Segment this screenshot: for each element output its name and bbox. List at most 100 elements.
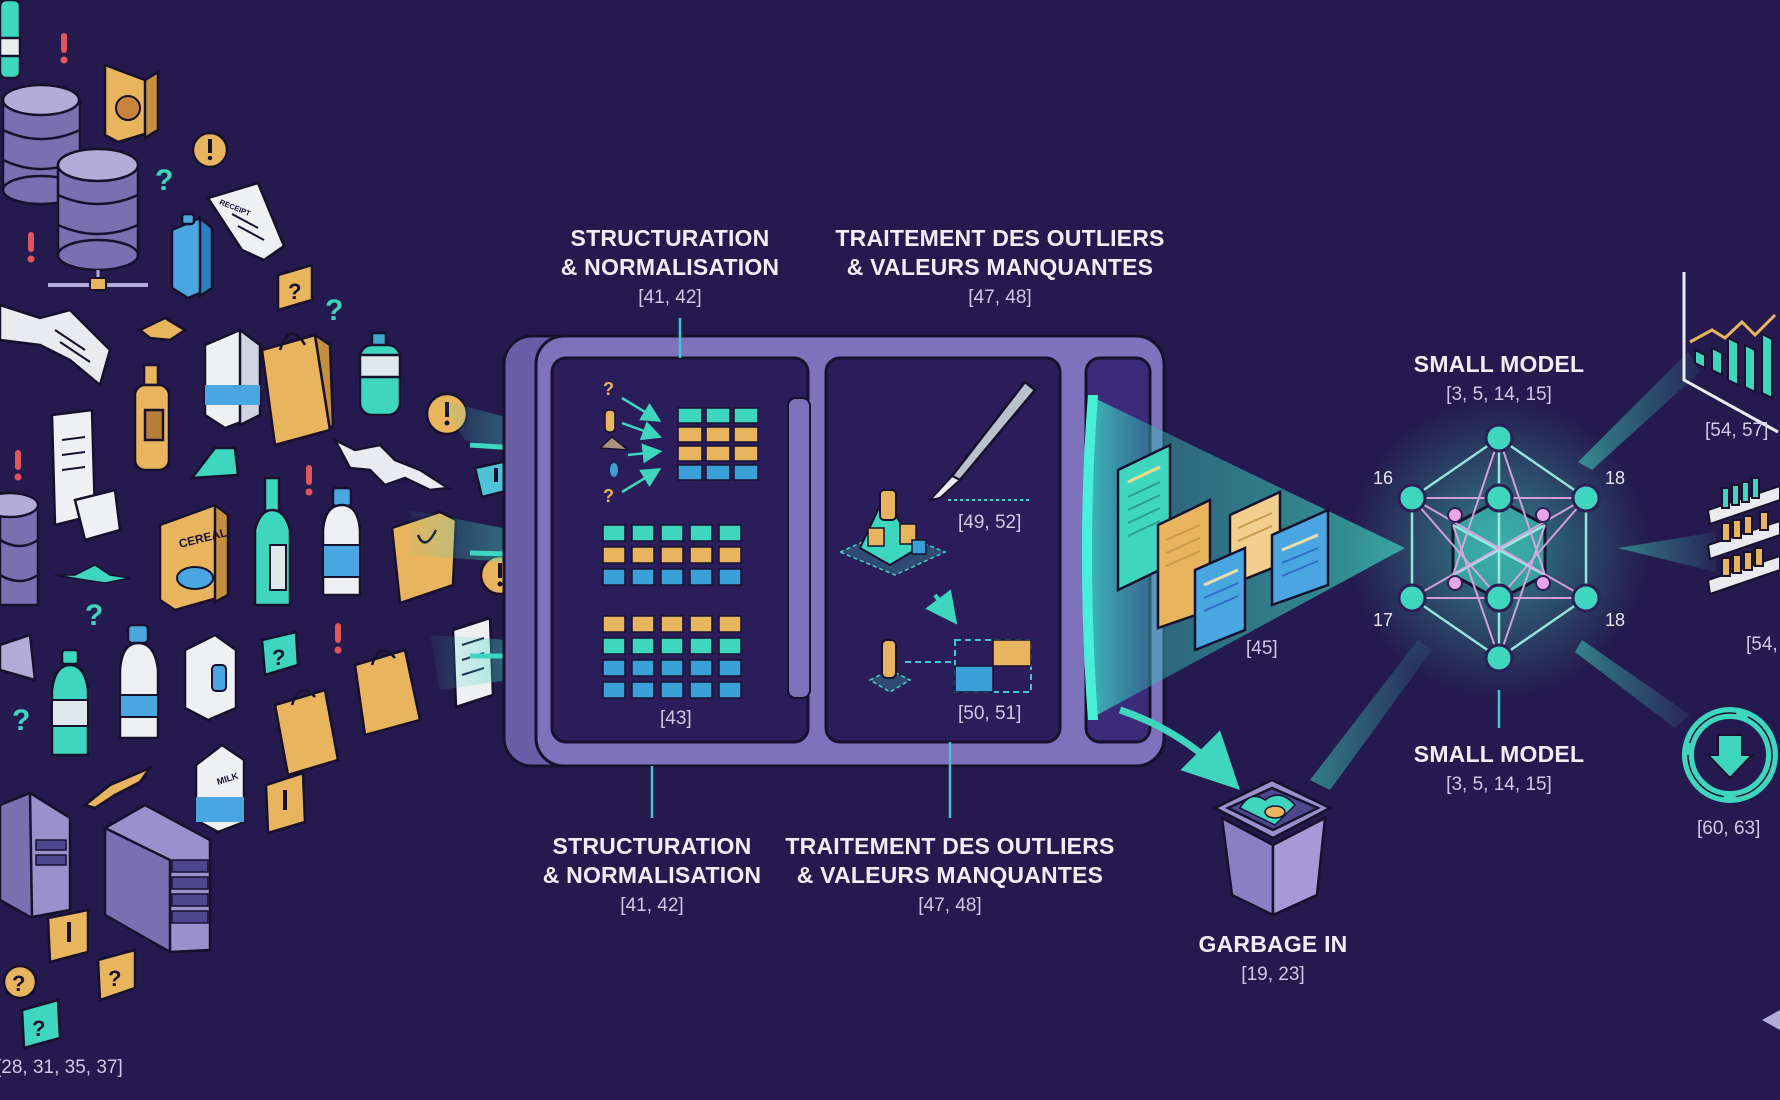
shopping-bag-icon bbox=[260, 332, 335, 447]
label-ref: [41, 42] bbox=[638, 287, 702, 308]
grid-cell bbox=[689, 681, 713, 699]
question-icon: ? ? ? ? bbox=[12, 164, 343, 737]
network-node bbox=[1571, 483, 1601, 513]
grid-cell bbox=[660, 568, 684, 586]
shopping-bag-icon bbox=[353, 648, 422, 737]
grid-cell bbox=[602, 524, 626, 542]
grid-cell bbox=[718, 637, 742, 655]
question-tag-icon: ? bbox=[260, 630, 300, 677]
imputation-icon bbox=[868, 639, 1032, 693]
milk-carton-icon bbox=[183, 633, 238, 722]
grid-cell bbox=[705, 445, 731, 462]
grid-cell bbox=[718, 615, 742, 633]
label-title: & NORMALISATION bbox=[560, 254, 780, 280]
grid-cell bbox=[718, 524, 742, 542]
milk-carton-icon bbox=[203, 327, 262, 430]
grid-cell bbox=[677, 445, 703, 462]
grid-cell bbox=[677, 426, 703, 443]
svg-text:?: ? bbox=[108, 966, 121, 991]
garbage-bin-icon bbox=[1212, 778, 1333, 918]
grid-matrix bbox=[602, 615, 742, 699]
label-title: SMALL MODEL bbox=[1413, 741, 1585, 767]
grid-cell bbox=[733, 445, 759, 462]
node-number: 18 bbox=[1605, 468, 1626, 488]
label-ref: [19, 23] bbox=[1241, 964, 1305, 985]
outlier-illustration bbox=[838, 380, 1037, 693]
label-title: TRAITEMENT DES OUTLIERS bbox=[785, 833, 1115, 859]
svg-text:?: ? bbox=[272, 645, 285, 670]
grid-cell bbox=[660, 615, 684, 633]
label-ref: [47, 48] bbox=[918, 895, 982, 916]
server-icon bbox=[102, 803, 212, 954]
bottle-icon bbox=[50, 648, 90, 757]
garbage-beam bbox=[1310, 640, 1432, 790]
bottle-icon bbox=[133, 363, 171, 472]
grid-cell bbox=[660, 546, 684, 564]
small-model-network bbox=[1349, 398, 1649, 698]
grid-cell bbox=[631, 681, 655, 699]
svg-text:?: ? bbox=[603, 486, 614, 506]
network-node bbox=[1484, 643, 1514, 673]
grid-cell bbox=[631, 524, 655, 542]
outlier-ref: [49, 52] bbox=[958, 512, 1022, 533]
grid-cell bbox=[602, 681, 626, 699]
structuring-bottom-label: STRUCTURATION & NORMALISATION [41, 42] bbox=[522, 832, 782, 919]
grid-cell bbox=[689, 524, 713, 542]
label-title: STRUCTURATION bbox=[570, 225, 770, 251]
structuring-top-label: STRUCTURATION & NORMALISATION [41, 42] bbox=[540, 224, 800, 311]
svg-text:?: ? bbox=[325, 294, 343, 327]
scalpel-icon bbox=[927, 380, 1037, 502]
grid-cell bbox=[705, 464, 731, 481]
product-pile-icon bbox=[838, 489, 947, 576]
grid-cell bbox=[602, 568, 626, 586]
milk-carton-icon bbox=[170, 212, 214, 300]
small-model-bottom-label: SMALL MODEL [3, 5, 14, 15] bbox=[1379, 740, 1619, 798]
network-node bbox=[1484, 423, 1514, 453]
messy-inputs: ? ? bbox=[598, 379, 663, 506]
outliers-bottom-label: TRAITEMENT DES OUTLIERS & VALEURS MANQUA… bbox=[770, 832, 1130, 919]
grid-cell bbox=[733, 407, 759, 424]
label-title: & VALEURS MANQUANTES bbox=[796, 862, 1104, 888]
grid-cell bbox=[718, 546, 742, 564]
grid-matrix bbox=[677, 407, 759, 481]
node-number: 18 bbox=[1605, 610, 1626, 630]
alert-bubble-icon bbox=[191, 131, 229, 169]
label-title: & VALEURS MANQUANTES bbox=[846, 254, 1154, 280]
svg-text:?: ? bbox=[85, 599, 103, 632]
alert-tag-icon bbox=[46, 908, 90, 964]
analytics-ref: [54, 57] bbox=[1705, 420, 1769, 441]
grid-cell bbox=[689, 615, 713, 633]
garbage-arrow bbox=[1118, 706, 1240, 790]
network-node bbox=[1397, 483, 1427, 513]
svg-text:?: ? bbox=[12, 971, 25, 996]
bottle-icon bbox=[0, 0, 22, 80]
alert-tag-icon bbox=[264, 771, 307, 835]
grid-cell bbox=[602, 546, 626, 564]
grid-cell bbox=[660, 681, 684, 699]
question-tag-icon: ? bbox=[96, 948, 137, 1002]
receipt-icon bbox=[0, 303, 112, 388]
grid-cell bbox=[660, 637, 684, 655]
document-stack bbox=[1116, 443, 1330, 652]
bottle-icon bbox=[118, 623, 160, 740]
grid-cell bbox=[602, 637, 626, 655]
label-title: SMALL MODEL bbox=[1413, 351, 1585, 377]
database-icon bbox=[48, 147, 148, 291]
grid-cell bbox=[631, 659, 655, 677]
spill-icon bbox=[137, 316, 188, 342]
grid-matrix bbox=[602, 524, 742, 586]
network-node bbox=[1397, 583, 1427, 613]
question-bubble-icon: ? bbox=[2, 964, 38, 1000]
refresh-ref: [60, 63] bbox=[1697, 818, 1761, 839]
grid-cell bbox=[705, 407, 731, 424]
label-title: TRAITEMENT DES OUTLIERS bbox=[835, 225, 1165, 251]
grid-cell bbox=[733, 426, 759, 443]
paper-icon bbox=[0, 633, 37, 682]
grid-cell bbox=[733, 464, 759, 481]
data-sources-cluster: ? ? ? ? RECEIPT ? bbox=[0, 0, 521, 1050]
cereal-box-icon: CEREAL bbox=[158, 502, 230, 612]
label-ref: [3, 5, 14, 15] bbox=[1446, 384, 1552, 405]
output-beams bbox=[1575, 352, 1716, 728]
